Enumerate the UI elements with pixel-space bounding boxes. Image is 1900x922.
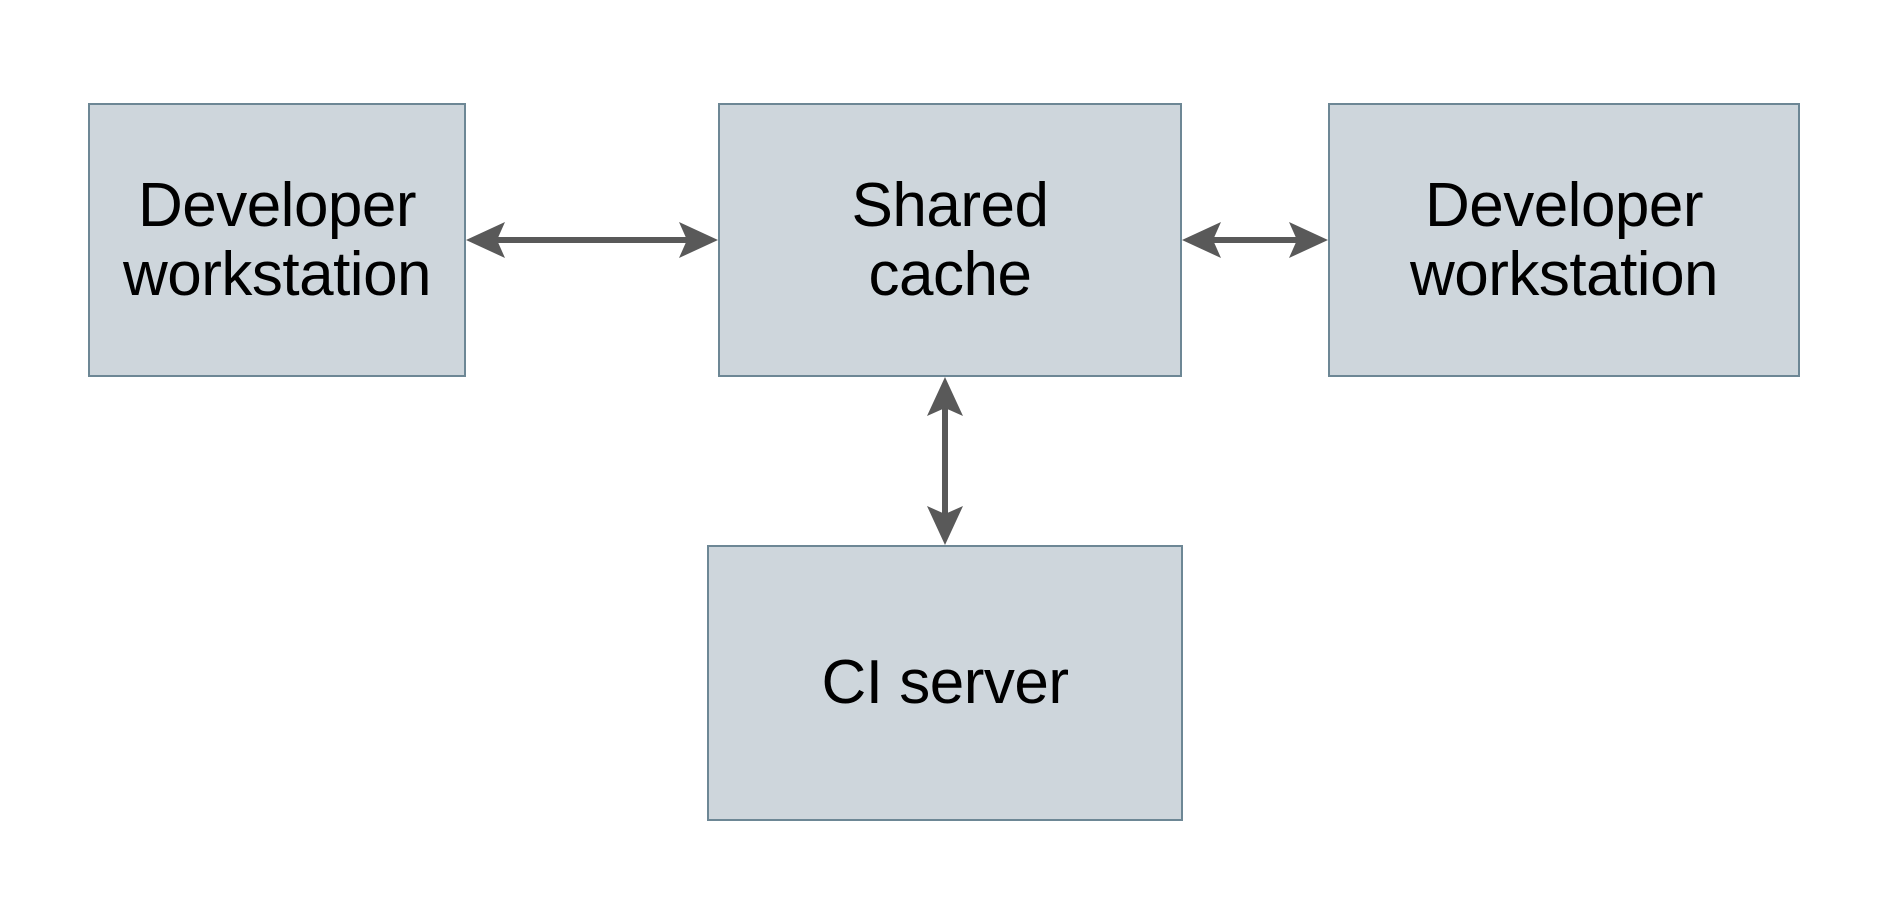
arrowhead-vertical-south <box>927 506 963 545</box>
arrowhead-left-west <box>466 222 505 258</box>
arrowhead-right-east <box>1289 222 1328 258</box>
arrowhead-vertical-north <box>927 377 963 416</box>
node-developer-workstation-right[interactable]: Developer workstation <box>1328 103 1800 377</box>
edge-dev-left-shared-cache <box>466 222 718 258</box>
node-label: Developer workstation <box>1409 170 1719 309</box>
arrowhead-left-east <box>679 222 718 258</box>
node-shared-cache[interactable]: Shared cache <box>718 103 1182 377</box>
node-label: Developer workstation <box>122 170 432 309</box>
edge-shared-cache-ci-server <box>927 377 963 545</box>
node-label: CI server <box>821 648 1069 718</box>
node-developer-workstation-left[interactable]: Developer workstation <box>88 103 466 377</box>
arrowhead-right-west <box>1182 222 1221 258</box>
node-label: Shared cache <box>851 170 1049 309</box>
node-ci-server[interactable]: CI server <box>707 545 1183 821</box>
edge-shared-cache-dev-right <box>1182 222 1328 258</box>
